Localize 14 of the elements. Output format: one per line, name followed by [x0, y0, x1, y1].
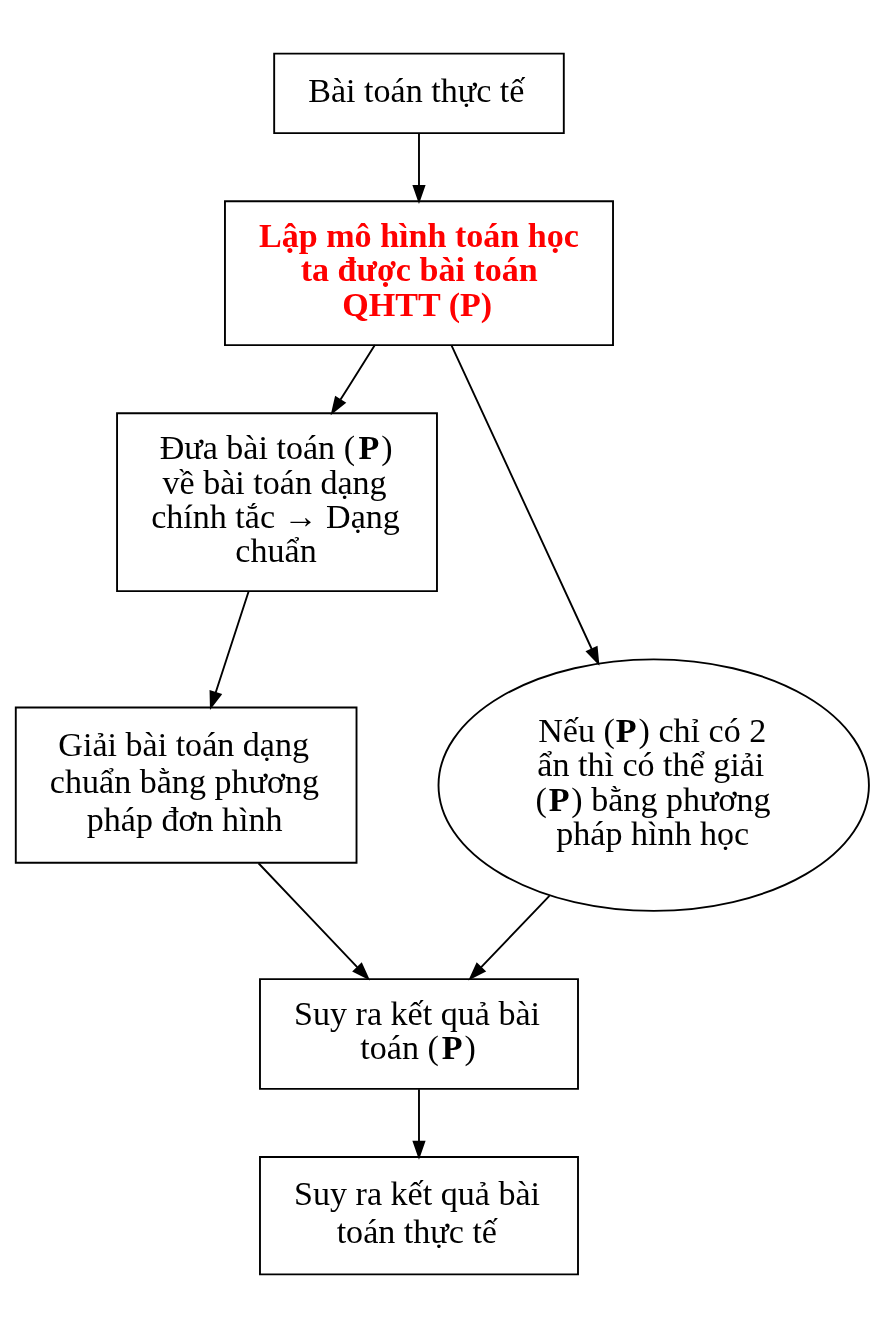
arrow — [330, 343, 376, 415]
node-box: Suy ra kết quả bài toán (P) — [259, 977, 579, 1090]
arrow — [450, 343, 600, 666]
node-ellipse: Nếu (P) chỉ có 2 ẩn thì có thể giải (P) bằng phương pháp hình học — [437, 657, 870, 912]
arrow — [209, 590, 250, 710]
node-box: Giải bài toán dạng chuẩn bằng phương pháp đơn hình — [14, 706, 358, 864]
node-box: Suy ra kết quả bài toán thực tế — [259, 1155, 579, 1275]
arrow — [468, 894, 551, 981]
arrow — [412, 1087, 426, 1160]
arrow — [257, 861, 371, 981]
arrow — [412, 131, 426, 204]
node-box: Lập mô hình toán học ta được bài toán QHTT (P) — [224, 199, 614, 346]
node-box: Đưa bài toán (P) về bài toán dạng chính tắc → Dạng chuẩn — [116, 411, 438, 592]
node-box: Bài toán thực tế — [273, 52, 565, 134]
